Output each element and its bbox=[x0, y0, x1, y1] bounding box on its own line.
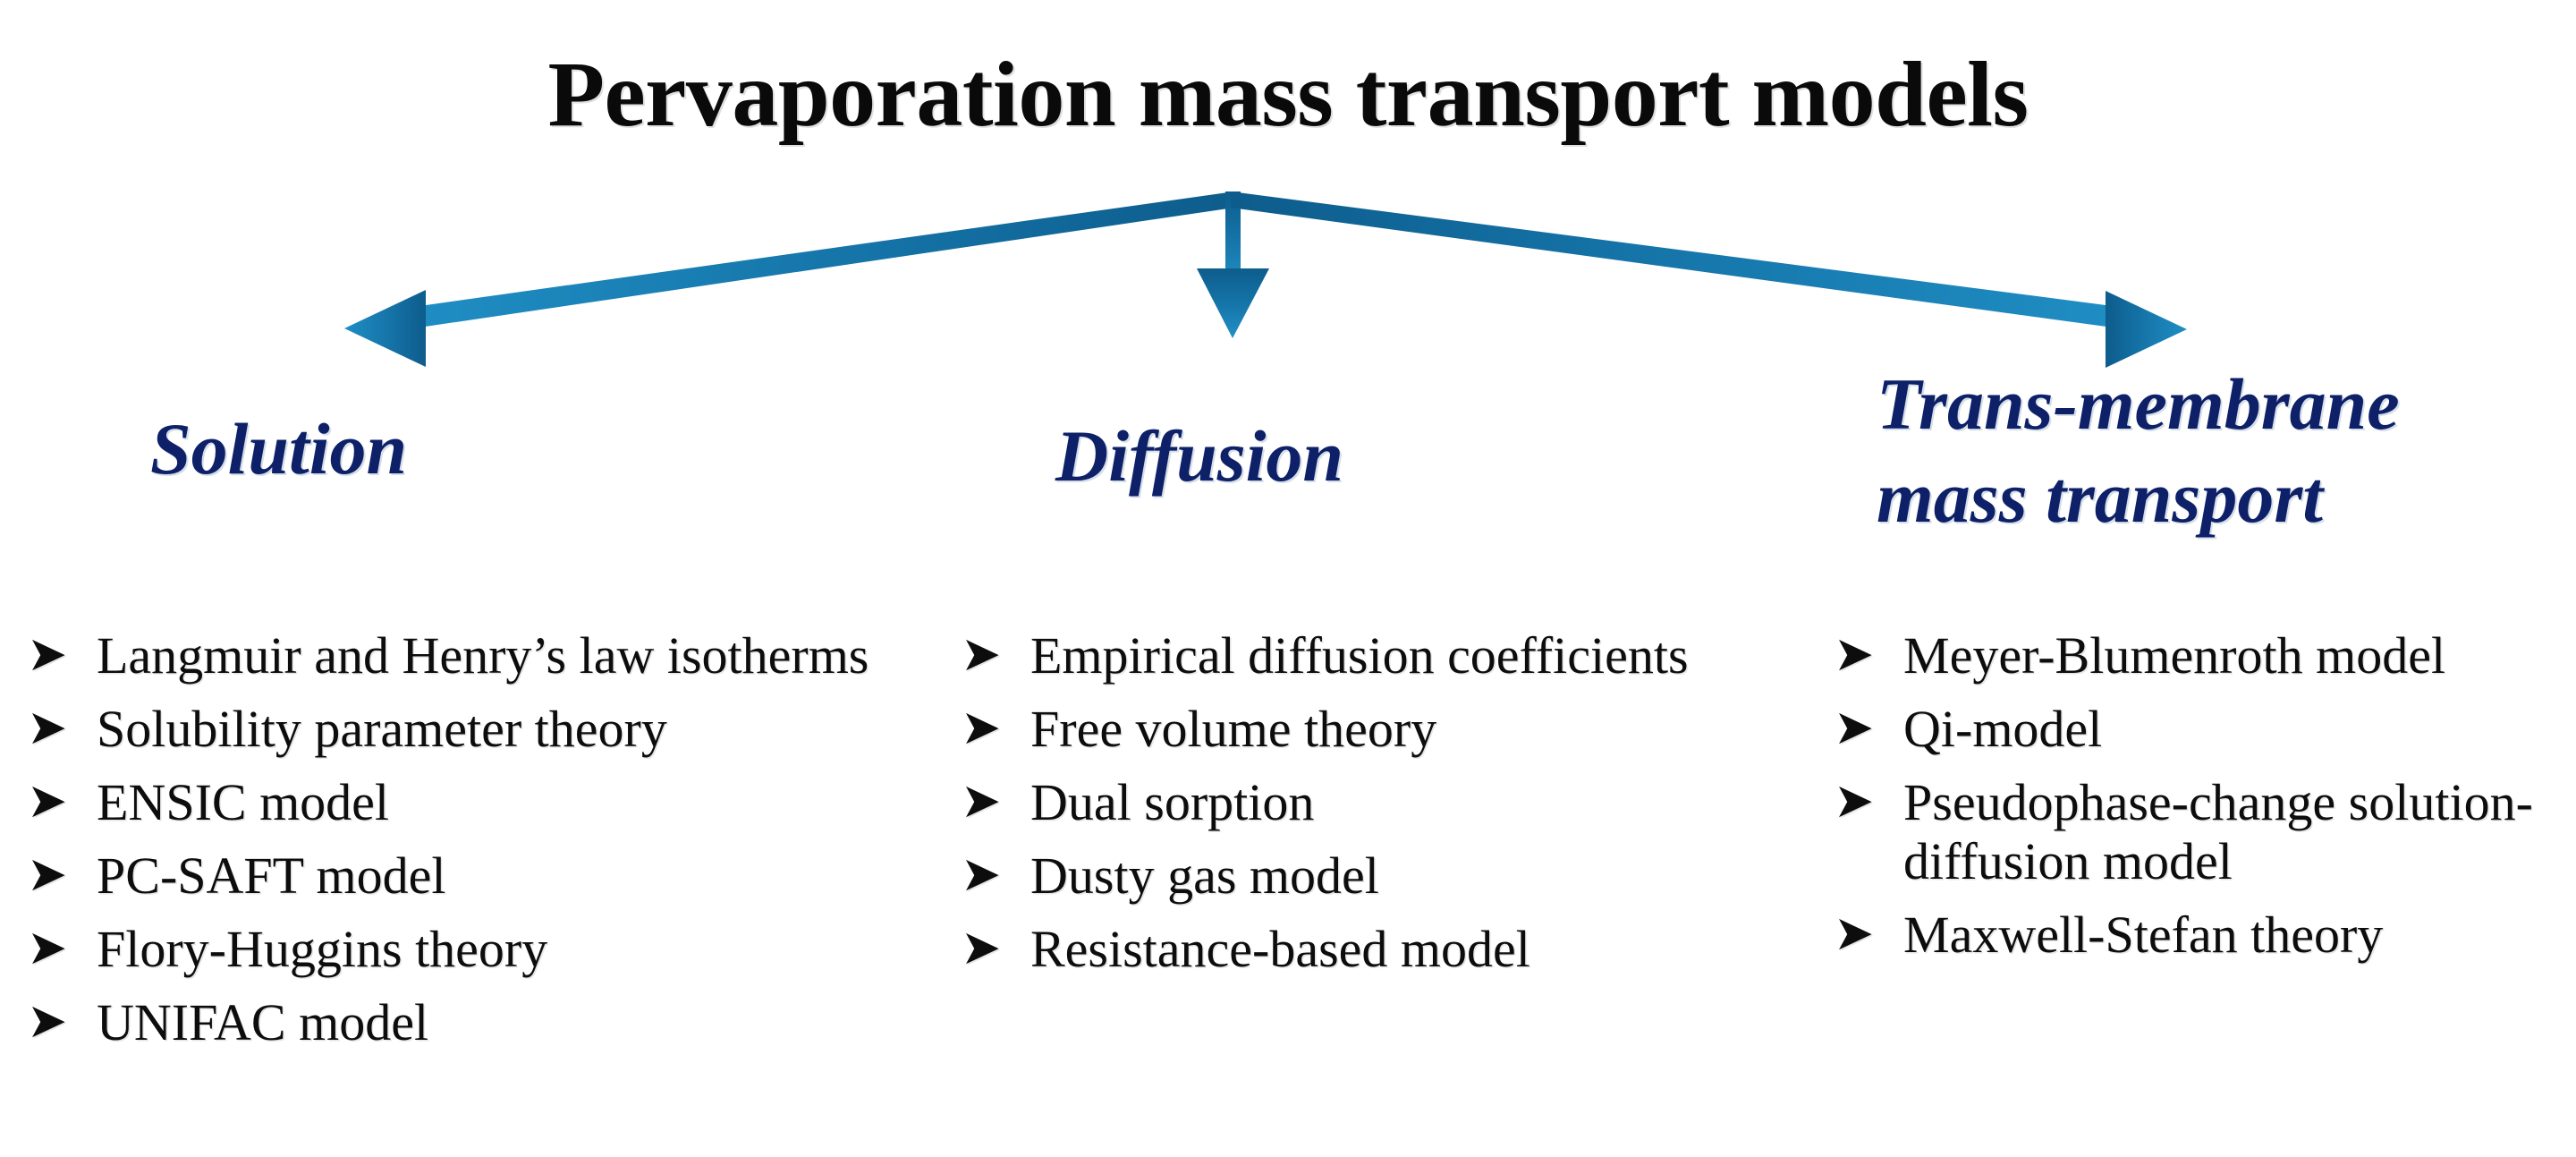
column-heading-diffusion-line-1: Diffusion bbox=[1055, 415, 1344, 497]
list-item: ➤ Maxwell-Stefan theory bbox=[1834, 906, 2576, 965]
column-heading-transmembrane: Trans-membrane mass transport bbox=[1877, 358, 2400, 544]
arrowhead-bullet-icon: ➤ bbox=[27, 774, 68, 828]
arrowhead-bullet-icon: ➤ bbox=[1834, 906, 1875, 960]
list-item-label: UNIFAC model bbox=[97, 993, 429, 1051]
list-item-label: Langmuir and Henry’s law isotherms bbox=[97, 626, 869, 685]
list-item: ➤ Pseudophase-change solution-diffusion … bbox=[1834, 773, 2576, 891]
column-heading-diffusion: Diffusion bbox=[1055, 413, 1343, 499]
column-heading-solution-line-1: Solution bbox=[150, 408, 408, 489]
list-item: ➤ UNIFAC model bbox=[27, 993, 886, 1052]
list-item: ➤ Meyer-Blumenroth model bbox=[1834, 626, 2576, 685]
list-item: ➤ Free volume theory bbox=[961, 700, 1766, 759]
list-item-label: Solubility parameter theory bbox=[97, 700, 667, 758]
arrowhead-bullet-icon: ➤ bbox=[1834, 627, 1875, 681]
list-item-label: Dusty gas model bbox=[1030, 846, 1379, 905]
list-item-label: ENSIC model bbox=[97, 773, 390, 831]
list-item: ➤ Qi-model bbox=[1834, 700, 2576, 759]
arrowhead-bullet-icon: ➤ bbox=[27, 994, 68, 1048]
list-item: ➤ Langmuir and Henry’s law isotherms bbox=[27, 626, 886, 685]
arrowhead-bullet-icon: ➤ bbox=[961, 701, 1002, 754]
arrowhead-bullet-icon: ➤ bbox=[27, 627, 68, 681]
page-title: Pervaporation mass transport models bbox=[547, 43, 2029, 146]
arrowhead-bullet-icon: ➤ bbox=[961, 774, 1002, 828]
list-item-label: Meyer-Blumenroth model bbox=[1903, 626, 2446, 685]
list-item-label: PC-SAFT model bbox=[97, 846, 446, 905]
arrowhead-bullet-icon: ➤ bbox=[961, 847, 1002, 901]
model-list-transmembrane: ➤ Meyer-Blumenroth model ➤ Qi-model ➤ Ps… bbox=[1834, 626, 2576, 979]
list-item-label: Pseudophase-change solution-diffusion mo… bbox=[1903, 773, 2533, 890]
list-item: ➤ PC-SAFT model bbox=[27, 846, 886, 906]
list-item-label: Flory-Huggins theory bbox=[97, 920, 548, 978]
list-item-label: Dual sorption bbox=[1030, 773, 1315, 831]
list-item: ➤ Dual sorption bbox=[961, 773, 1766, 832]
arrowhead-bullet-icon: ➤ bbox=[1834, 701, 1875, 754]
model-list-diffusion: ➤ Empirical diffusion coefficients ➤ Fre… bbox=[961, 626, 1766, 993]
arrowhead-bullet-icon: ➤ bbox=[27, 701, 68, 754]
list-item: ➤ Resistance-based model bbox=[961, 920, 1766, 979]
arrowhead-bullet-icon: ➤ bbox=[1834, 774, 1875, 828]
list-item: ➤ Solubility parameter theory bbox=[27, 700, 886, 759]
list-item-label: Maxwell-Stefan theory bbox=[1903, 906, 2384, 964]
arrow-left bbox=[344, 191, 1234, 367]
list-item-label: Empirical diffusion coefficients bbox=[1030, 626, 1689, 685]
list-item: ➤ ENSIC model bbox=[27, 773, 886, 832]
list-item: ➤ Flory-Huggins theory bbox=[27, 920, 886, 979]
column-heading-transmembrane-line-1: Trans-membrane bbox=[1877, 363, 2400, 445]
arrowhead-bullet-icon: ➤ bbox=[27, 921, 68, 974]
arrowhead-bullet-icon: ➤ bbox=[961, 921, 1002, 974]
arrowhead-bullet-icon: ➤ bbox=[27, 847, 68, 901]
list-item: ➤ Empirical diffusion coefficients bbox=[961, 626, 1766, 685]
arrow-right bbox=[1231, 191, 2187, 368]
arrow-center bbox=[1197, 191, 1269, 338]
arrowhead-bullet-icon: ➤ bbox=[961, 627, 1002, 681]
column-heading-transmembrane-line-2: mass transport bbox=[1877, 456, 2324, 538]
list-item-label: Qi-model bbox=[1903, 700, 2103, 758]
model-list-solution: ➤ Langmuir and Henry’s law isotherms ➤ S… bbox=[27, 626, 886, 1067]
list-item: ➤ Dusty gas model bbox=[961, 846, 1766, 906]
list-item-label: Free volume theory bbox=[1030, 700, 1437, 758]
column-heading-solution: Solution bbox=[150, 406, 407, 492]
list-item-label: Resistance-based model bbox=[1030, 920, 1530, 978]
